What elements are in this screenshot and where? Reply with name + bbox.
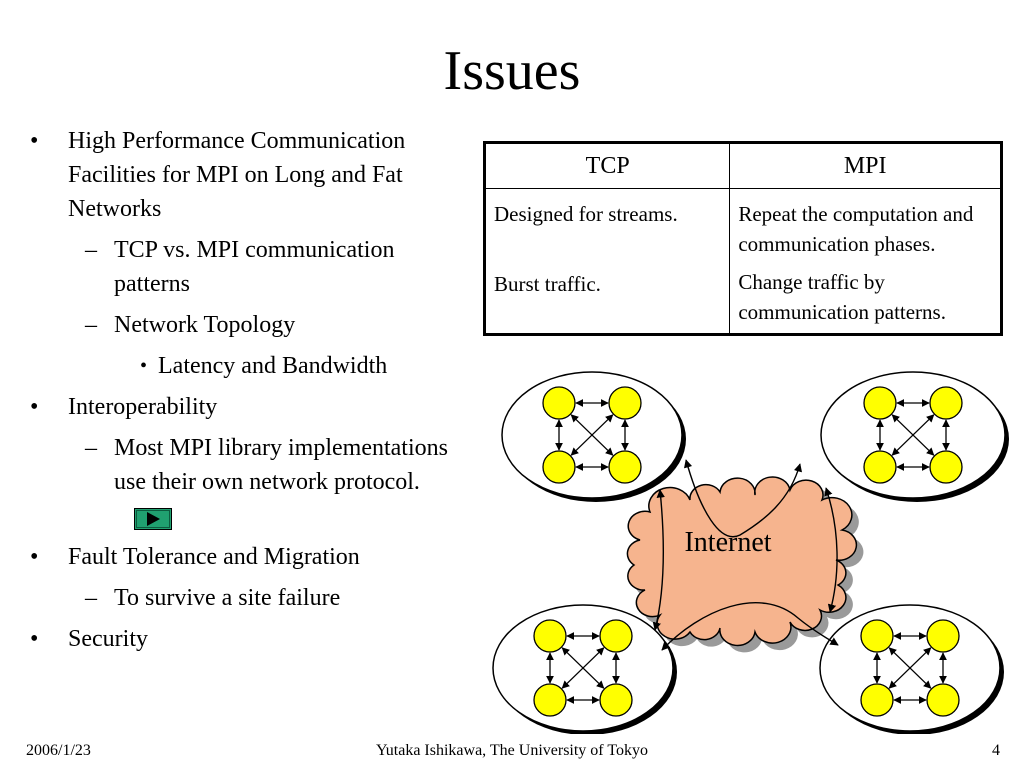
- bullet-text-with-button: Most MPI library implementations use the…: [114, 431, 470, 533]
- compute-node: [608, 386, 642, 420]
- bullet-marker: •: [30, 544, 39, 570]
- play-icon: [134, 508, 172, 531]
- compute-node: [860, 619, 894, 653]
- site-cluster: [501, 371, 686, 502]
- bullet-item: – TCP vs. MPI communication patterns: [30, 233, 470, 301]
- node-link: [891, 414, 935, 456]
- compute-node: [599, 683, 633, 717]
- bullet-item: • High Performance Communication Facilit…: [30, 124, 470, 226]
- bullet-item: • Interoperability: [30, 390, 470, 424]
- play-action-button[interactable]: [134, 506, 172, 531]
- bullet-list: • High Performance Communication Facilit…: [30, 124, 470, 663]
- bullet-marker: –: [85, 435, 97, 461]
- table-cell-tcp: Designed for streams. Burst traffic.: [483, 188, 731, 335]
- node-link: [888, 647, 932, 689]
- footer-page-number: 4: [992, 742, 1000, 759]
- bullet-text: High Performance Communication Facilitie…: [68, 128, 406, 222]
- compute-node: [926, 619, 960, 653]
- bullet-marker: –: [85, 312, 97, 338]
- compute-node: [542, 386, 576, 420]
- compute-node: [929, 386, 963, 420]
- bullet-item: – Most MPI library implementations use t…: [30, 431, 470, 533]
- compute-node: [926, 683, 960, 717]
- bullet-marker: •: [30, 394, 39, 420]
- table-header-mpi: MPI: [729, 142, 1002, 189]
- table-row: Designed for streams. Burst traffic. Rep…: [483, 188, 1002, 335]
- compute-node: [863, 386, 897, 420]
- node-link: [570, 414, 614, 456]
- network-diagram: Internet: [492, 371, 1009, 734]
- site-cluster: [820, 371, 1009, 502]
- mpi-line: Change traffic by communication patterns…: [738, 270, 946, 324]
- table-header-row: TCP MPI: [483, 142, 1002, 189]
- compute-node: [863, 450, 897, 484]
- compute-node: [533, 683, 567, 717]
- bullet-marker: •: [140, 355, 148, 377]
- compute-node: [533, 619, 567, 653]
- site-clusters: [492, 371, 1009, 734]
- wan-link: [661, 602, 839, 651]
- bullet-item: – To survive a site failure: [30, 581, 470, 615]
- bullet-text: Security: [68, 626, 148, 652]
- tcp-mpi-table: TCP MPI Designed for streams. Burst traf…: [483, 141, 1003, 336]
- bullet-text: To survive a site failure: [114, 585, 341, 611]
- bullet-item: • Fault Tolerance and Migration: [30, 540, 470, 574]
- table-cell-mpi: Repeat the computation and communication…: [729, 188, 1002, 335]
- slide-title: Issues: [443, 40, 581, 102]
- bullet-item: – Network Topology: [30, 308, 470, 342]
- site-cluster: [819, 604, 1004, 734]
- bullet-marker: –: [85, 585, 97, 611]
- bullet-marker: –: [85, 237, 97, 263]
- bullet-text: Network Topology: [114, 312, 296, 338]
- bullet-item: • Latency and Bandwidth: [30, 349, 470, 383]
- wan-link: [652, 489, 665, 631]
- site-cluster: [492, 604, 677, 734]
- table-header-tcp: TCP: [483, 142, 731, 189]
- compute-node: [608, 450, 642, 484]
- bullet-text: Latency and Bandwidth: [158, 353, 388, 379]
- compute-node: [542, 450, 576, 484]
- compute-node: [860, 683, 894, 717]
- bullet-text: TCP vs. MPI communication patterns: [114, 237, 395, 297]
- wan-link: [824, 487, 838, 613]
- footer-author: Yutaka Ishikawa, The University of Tokyo: [375, 742, 648, 759]
- footer-date: 2006/1/23: [26, 742, 91, 759]
- mpi-line: Repeat the computation and communication…: [738, 202, 974, 256]
- bullet-text: Interoperability: [68, 394, 218, 420]
- bullet-marker: •: [30, 626, 39, 652]
- node-link: [561, 647, 605, 689]
- bullet-text: Fault Tolerance and Migration: [68, 544, 360, 570]
- internet-label: Internet: [684, 527, 771, 558]
- bullet-item: • Security: [30, 622, 470, 656]
- tcp-line: Designed for streams.: [494, 202, 678, 226]
- compute-node: [929, 450, 963, 484]
- bullet-marker: •: [30, 128, 39, 154]
- wan-link: [683, 459, 803, 538]
- compute-node: [599, 619, 633, 653]
- bullet-text: Most MPI library implementations use the…: [114, 435, 448, 495]
- tcp-line: Burst traffic.: [494, 272, 601, 296]
- wan-links: [652, 459, 839, 651]
